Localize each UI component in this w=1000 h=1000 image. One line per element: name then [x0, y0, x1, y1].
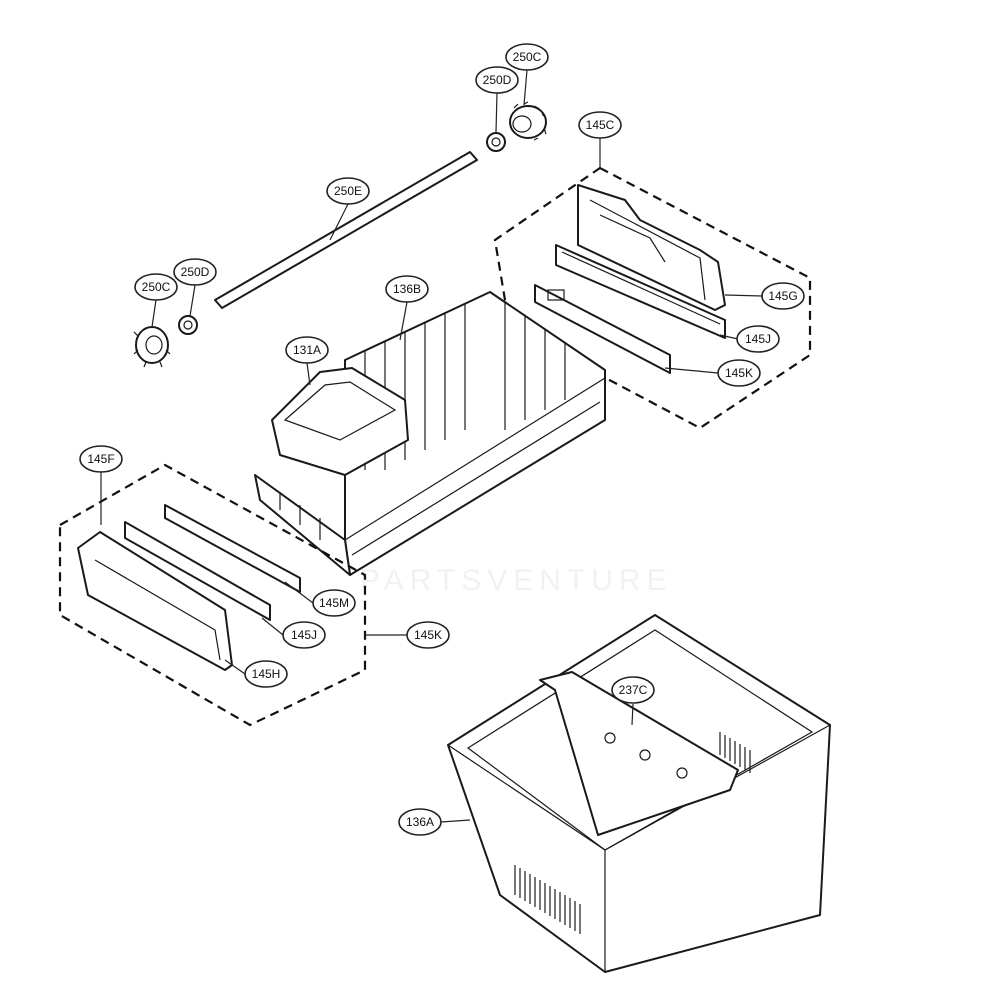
gear-250c-left	[133, 326, 171, 368]
label-text: 136A	[406, 815, 434, 829]
label-250e: 250E	[326, 177, 370, 205]
label-text: 250C	[513, 50, 542, 64]
large-bin-136a	[447, 614, 831, 973]
watermark: PARTSVENTURE	[360, 564, 673, 597]
vent-slots	[514, 732, 751, 934]
label-250d-left: 250D	[173, 258, 217, 286]
washer-250d-top	[486, 132, 506, 152]
label-131a: 131A	[285, 336, 329, 364]
label-text: 250C	[142, 280, 171, 294]
gear-250c-top	[509, 101, 547, 141]
left-rail-group	[58, 463, 367, 727]
label-text: 145M	[319, 596, 349, 610]
label-250d-top: 250D	[475, 66, 519, 94]
label-text: 136B	[393, 282, 421, 296]
slide-145m	[164, 504, 301, 593]
label-145j-right: 145J	[736, 325, 780, 353]
label-text: 145K	[725, 366, 753, 380]
label-text: 145C	[586, 118, 615, 132]
washer-250d-left	[178, 315, 198, 335]
wire-basket-136b	[254, 291, 606, 576]
label-250c-left: 250C	[134, 273, 178, 301]
label-text: 145G	[768, 289, 797, 303]
right-group-boundary	[493, 166, 812, 430]
cover-145g	[577, 184, 726, 311]
label-145k-left: 145K	[406, 621, 450, 649]
label-145f: 145F	[79, 445, 123, 473]
label-145g: 145G	[761, 282, 805, 310]
label-237c: 237C	[611, 676, 655, 704]
rod-assembly	[133, 101, 547, 368]
label-text: 250E	[334, 184, 362, 198]
label-145h: 145H	[244, 660, 288, 688]
label-text: 250D	[483, 73, 512, 87]
label-text: 145J	[745, 332, 771, 346]
label-145k-right: 145K	[717, 359, 761, 387]
label-text: 131A	[293, 343, 321, 357]
label-text: 145K	[414, 628, 442, 642]
label-145j-left: 145J	[282, 621, 326, 649]
label-text: 145F	[87, 452, 114, 466]
slide-145k-right	[534, 284, 671, 374]
label-145c: 145C	[578, 111, 622, 139]
right-rail-group	[493, 166, 812, 430]
small-bin-131a	[271, 367, 409, 476]
label-text: 145H	[252, 667, 281, 681]
label-145m: 145M	[312, 589, 356, 617]
label-250c-top: 250C	[505, 43, 549, 71]
label-136a: 136A	[398, 808, 442, 836]
label-text: 237C	[619, 683, 648, 697]
rod-250e	[214, 151, 478, 309]
label-136b: 136B	[385, 275, 429, 303]
label-text: 145J	[291, 628, 317, 642]
left-group-boundary	[58, 463, 367, 727]
label-text: 250D	[181, 265, 210, 279]
leader-lines	[100, 69, 763, 823]
divider-237c	[539, 671, 739, 836]
rail-145j-left	[124, 521, 271, 621]
